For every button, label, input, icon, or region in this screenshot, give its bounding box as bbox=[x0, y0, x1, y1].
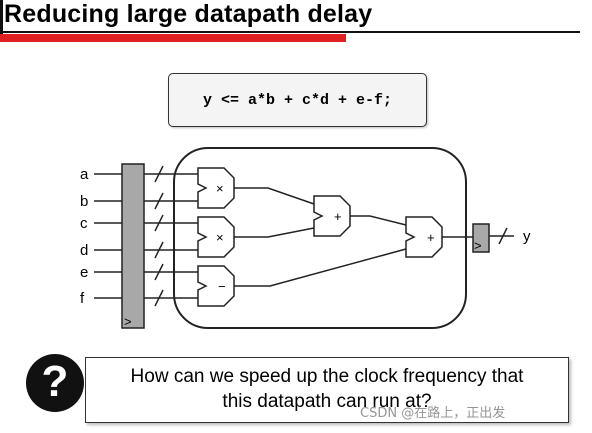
question-text-line-2: this datapath can run at? bbox=[222, 391, 432, 412]
subtractor-symbol: − bbox=[218, 279, 226, 294]
subtractor bbox=[197, 265, 235, 307]
watermark: CSDN @在路上，正出发 bbox=[360, 406, 506, 421]
input-label-e: e bbox=[80, 264, 88, 281]
title-accent-bar bbox=[0, 34, 346, 42]
code-statement: y <= a*b + c*d + e-f; bbox=[202, 91, 393, 109]
input-label-a: a bbox=[80, 166, 89, 183]
adder-2 bbox=[405, 216, 443, 258]
question-box: How can we speed up the clock frequency … bbox=[85, 357, 569, 423]
adder-1 bbox=[313, 195, 351, 237]
multiplier-2-symbol: × bbox=[216, 230, 224, 245]
multiplier-2 bbox=[197, 216, 235, 258]
multiplier-1-symbol: × bbox=[216, 181, 224, 196]
internal-wires bbox=[234, 187, 473, 287]
datapath-boundary bbox=[173, 147, 467, 329]
slide-title: Reducing large datapath delay bbox=[4, 0, 373, 28]
title-left-rule bbox=[0, 0, 3, 42]
input-register bbox=[121, 163, 145, 329]
output-register-clock-marker: > bbox=[474, 238, 482, 253]
adder-2-symbol: + bbox=[427, 230, 435, 245]
title-underline bbox=[0, 31, 580, 33]
input-register-clock-marker: > bbox=[124, 314, 132, 329]
output-label-y: y bbox=[523, 228, 531, 245]
input-label-d: d bbox=[80, 242, 88, 259]
code-box: y <= a*b + c*d + e-f; bbox=[168, 73, 427, 127]
register-output-wires bbox=[144, 173, 198, 299]
input-label-c: c bbox=[80, 215, 88, 232]
input-label-f: f bbox=[80, 290, 85, 307]
question-icon: ? bbox=[26, 354, 84, 412]
adder-1-symbol: + bbox=[334, 209, 342, 224]
question-mark-glyph: ? bbox=[41, 357, 69, 406]
input-label-b: b bbox=[80, 193, 88, 210]
input-wires bbox=[94, 173, 122, 299]
question-text-line-1: How can we speed up the clock frequency … bbox=[130, 366, 524, 387]
multiplier-1 bbox=[197, 167, 235, 209]
output-register bbox=[472, 223, 490, 253]
datapath-diagram: > a b c d e f × × − + bbox=[80, 147, 531, 329]
